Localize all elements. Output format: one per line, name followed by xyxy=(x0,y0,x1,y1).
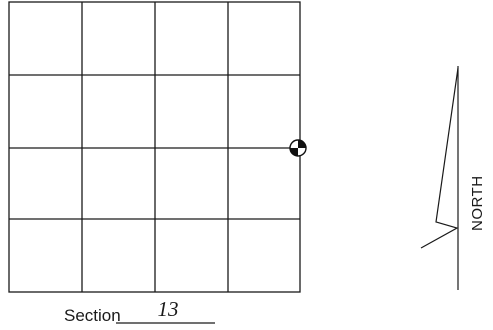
section-label: Section xyxy=(64,306,121,325)
north-label: NORTH xyxy=(469,175,486,231)
location-marker xyxy=(289,139,307,157)
section-grid xyxy=(8,1,301,293)
north-arrow xyxy=(420,66,459,290)
section-number: 13 xyxy=(158,297,179,321)
north-arrow-head xyxy=(420,67,459,249)
